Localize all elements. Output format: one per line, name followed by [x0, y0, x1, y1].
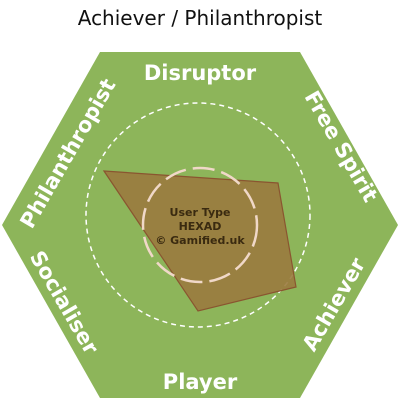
segment-label-disruptor: Disruptor: [144, 61, 257, 85]
center-line-hexad: HEXAD: [179, 220, 222, 233]
user-profile-polygon: [102, 170, 297, 312]
segment-label-player: Player: [163, 370, 238, 394]
page-title: Achiever / Philanthropist: [77, 6, 323, 30]
outer-dashed-circle: [85, 102, 311, 328]
center-line-copyright: © Gamified.uk: [155, 234, 245, 247]
inner-dashed-circle: [141, 166, 259, 284]
center-line-user-type: User Type: [170, 206, 231, 219]
